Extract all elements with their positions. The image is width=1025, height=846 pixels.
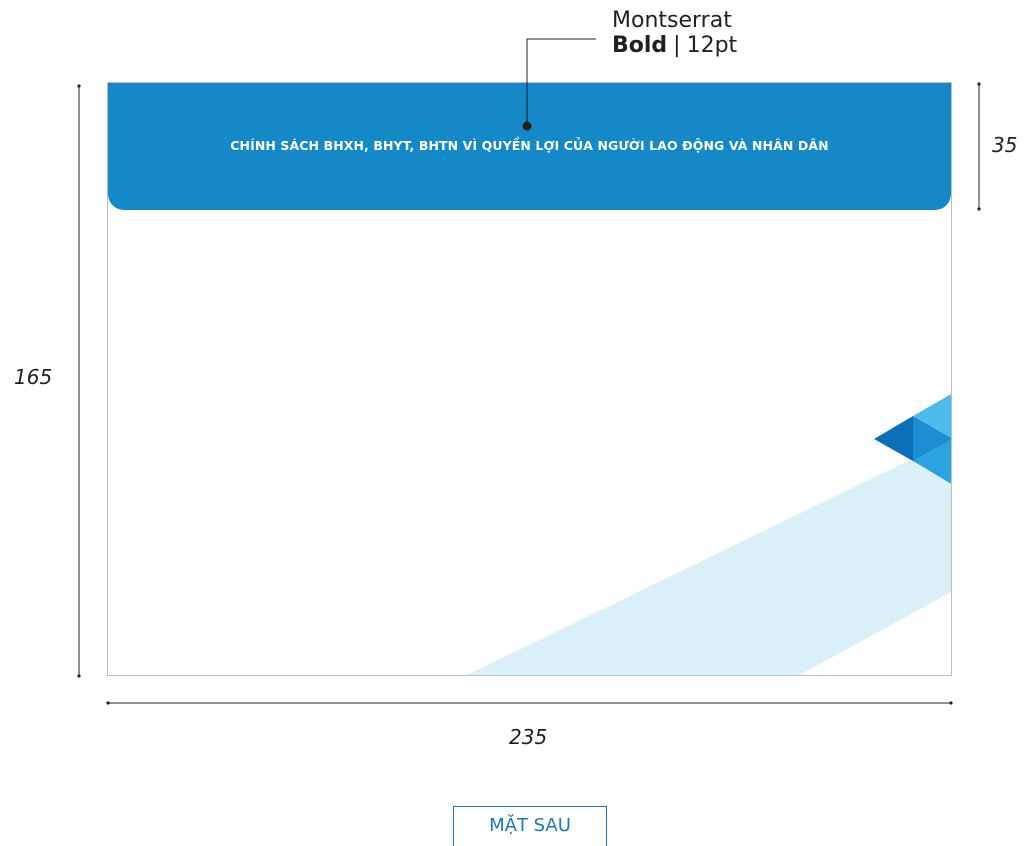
- triangle-bright: [913, 440, 951, 484]
- triangle-dark: [874, 416, 913, 461]
- light-diagonal-stripe: [467, 439, 951, 675]
- font-name: Montserrat: [612, 8, 732, 33]
- card-header-title: CHÍNH SÁCH BHXH, BHYT, BHTN VÌ QUYỀN LỢI…: [230, 137, 829, 153]
- card-header: CHÍNH SÁCH BHXH, BHYT, BHTN VÌ QUYỀN LỢI…: [108, 83, 951, 210]
- width-dimension-end-right: [949, 701, 953, 705]
- width-dimension-end-left: [106, 701, 110, 705]
- header-height-dimension-label: 35: [992, 133, 1018, 157]
- height-dimension-end-bottom: [77, 674, 81, 678]
- font-weight: Bold: [612, 33, 668, 58]
- card-back: CHÍNH SÁCH BHXH, BHYT, BHTN VÌ QUYỀN LỢI…: [107, 82, 952, 676]
- triangle-mid: [913, 416, 951, 461]
- header-dimension-end-bottom: [977, 207, 981, 211]
- side-label-badge: MẶT SAU: [453, 806, 607, 846]
- font-annotation: Montserrat Bold|12pt: [612, 8, 812, 58]
- card-decoration: [467, 394, 951, 675]
- font-size: 12pt: [686, 33, 738, 58]
- triangle-light: [913, 394, 951, 438]
- width-dimension-label: 235: [509, 725, 548, 749]
- height-dimension-label: 165: [14, 365, 53, 389]
- header-dimension-end-top: [977, 82, 981, 86]
- font-separator: |: [673, 33, 681, 58]
- height-dimension-end-top: [77, 84, 81, 88]
